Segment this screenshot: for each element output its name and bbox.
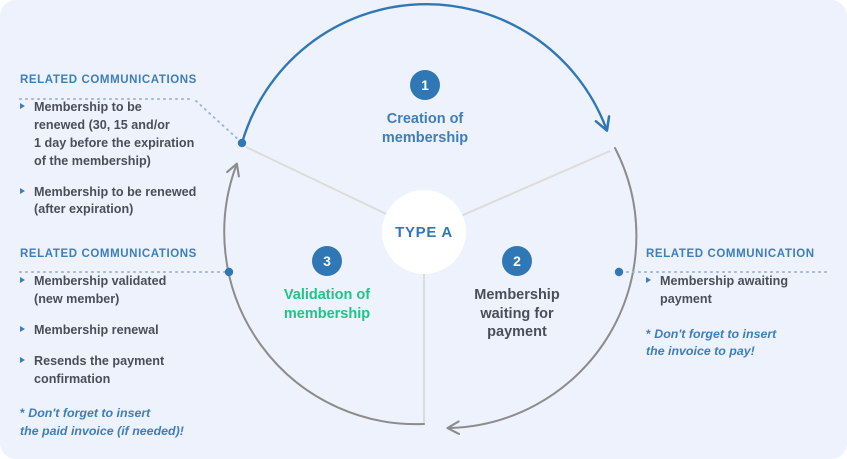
stage-node-waiting-payment[interactable]: 2 Membership waiting for payment [452,246,582,342]
list-item: Membership renewal [20,322,225,340]
list-item: Membership awaiting payment [646,273,836,309]
triangle-bullet-icon [20,187,25,194]
list-item-text: Membership awaiting payment [660,274,789,306]
list-item-text: Membership to be renewed (30, 15 and/or … [34,100,195,168]
stage-label-1: Creation of membership [381,111,469,146]
stage-node-validation[interactable]: 3 Validation of membership [262,246,392,323]
panel-list-right: Membership awaiting payment [646,273,836,309]
stage-label-2: Membership waiting for payment [474,287,560,341]
arc-segment-creation [240,2,611,145]
list-item-text: Membership validated (new member) [34,274,167,306]
stage-badge-3: 3 [312,246,342,276]
list-item-text: Membership to be renewed (after expirati… [34,184,197,217]
arc-segment-validation [223,162,425,426]
panel-related-communications-validation: RELATED COMMUNICATIONS Membership valida… [20,248,225,440]
panel-title-right: RELATED COMMUNICATION [646,248,815,260]
list-item: Membership to be renewed (30, 15 and/or … [20,99,220,171]
triangle-bullet-icon [646,277,651,283]
list-item: Resends the payment confirmation [20,353,225,389]
stage-label-3: Validation of membership [283,287,371,322]
triangle-bullet-icon [20,103,25,109]
panel-related-communications-renewal: RELATED COMMUNICATIONS Membership to be … [20,74,220,219]
panel-note-bottom-left: * Don't forget to insert the paid invoic… [20,405,225,440]
connector-dot-top-left [237,138,247,148]
center-hub: TYPE A [382,190,466,274]
panel-list-bottom-left: Membership validated (new member) Member… [20,273,225,388]
list-item-text: Resends the payment confirmation [34,353,165,386]
note-star: * [20,406,25,421]
arc-segment-waiting-payment [446,147,638,436]
panel-title-top-left: RELATED COMMUNICATIONS [20,74,197,86]
stage-node-creation[interactable]: 1 Creation of membership [359,70,491,147]
triangle-bullet-icon [20,277,25,283]
triangle-bullet-icon [20,325,25,332]
stage-badge-2: 2 [502,246,532,276]
note-star: * [646,326,651,341]
stage-badge-1: 1 [410,70,440,100]
center-hub-label: TYPE A [395,223,453,241]
connector-dot-mid-right [614,267,624,277]
list-item: Membership to be renewed (after expirati… [20,184,220,220]
panel-title-bottom-left: RELATED COMMUNICATIONS [20,248,197,260]
leader-line-top-left [195,100,241,142]
list-item: Membership validated (new member) [20,273,225,309]
panel-note-right: * Don't forget to insert the invoice to … [646,326,836,361]
panel-list-top-left: Membership to be renewed (30, 15 and/or … [20,99,220,219]
triangle-bullet-icon [20,356,25,363]
connector-dot-mid-left [224,267,234,277]
note-text: Don't forget to insert the invoice to pa… [646,326,777,359]
list-item-text: Membership renewal [34,322,159,337]
note-text: Don't forget to insert the paid invoice … [20,406,184,438]
panel-related-communication-awaiting-payment: RELATED COMMUNICATION Membership awaitin… [646,248,836,360]
